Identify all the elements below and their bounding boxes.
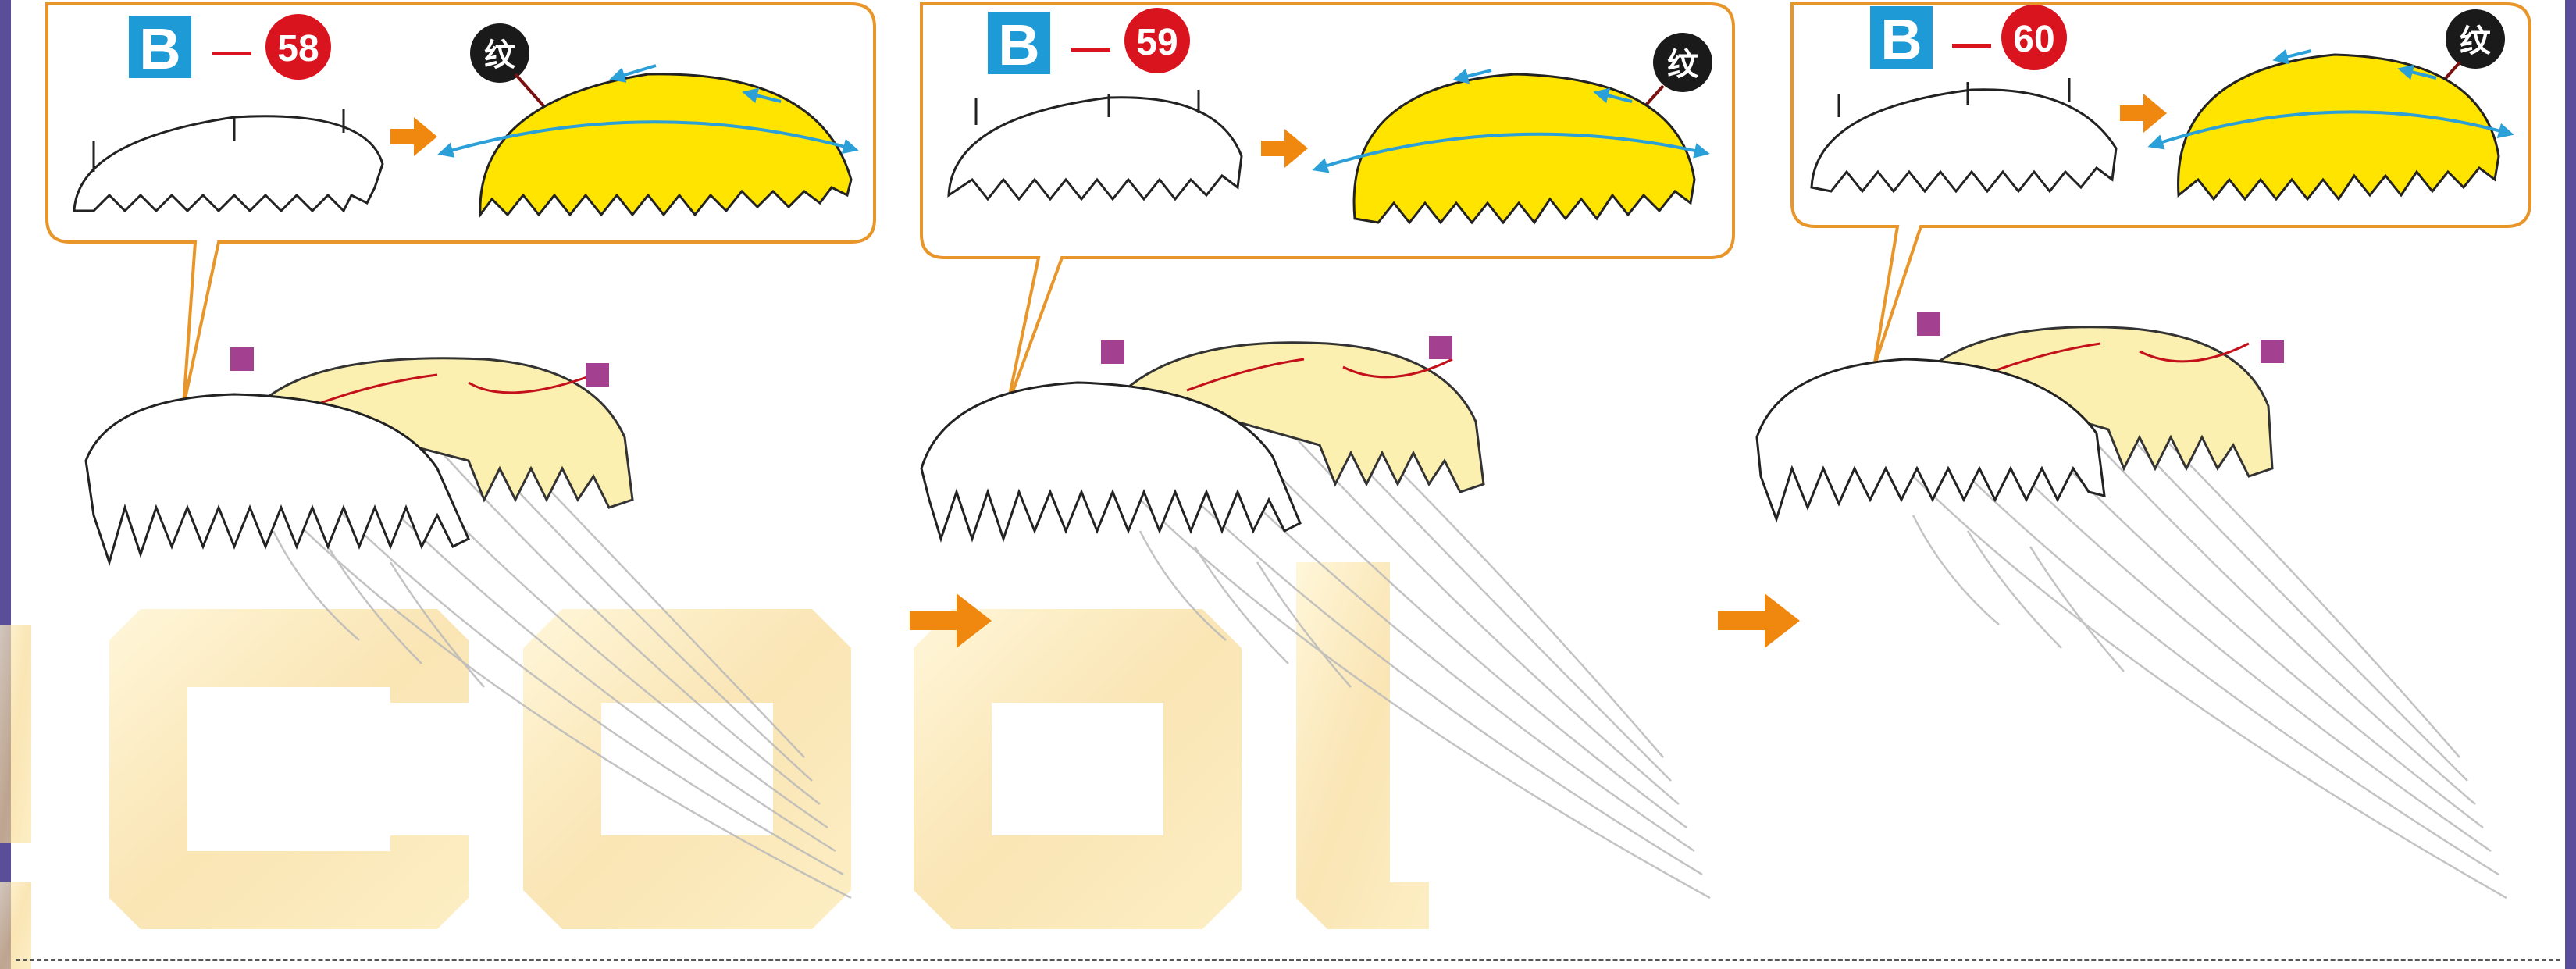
- pattern-circle: [1653, 33, 1712, 92]
- pattern-label: 纹: [2460, 24, 2492, 59]
- step-58: B — 58 纹: [45, 2, 876, 900]
- yellow-feather-piece: [437, 64, 859, 219]
- part-number: 58: [277, 28, 319, 69]
- right-arrow-icon: [2120, 94, 2167, 133]
- part-number: 60: [2013, 19, 2054, 60]
- magenta-tag-icon: [1917, 312, 1940, 336]
- white-feather-piece: [947, 90, 1243, 201]
- magenta-tag-icon: [1101, 340, 1124, 364]
- part-letter: B: [998, 12, 1039, 77]
- step-60: B — 60 纹: [1755, 2, 2531, 900]
- page-frame-right: [2565, 0, 2576, 969]
- white-feather-piece: [1810, 78, 2118, 194]
- magenta-tag-icon: [1429, 336, 1452, 359]
- part-letter-box: [1870, 6, 1933, 69]
- part-letter-box: [988, 12, 1050, 74]
- part-letter: B: [139, 16, 180, 81]
- pattern-label: 纹: [484, 38, 516, 73]
- part-dash: —: [1071, 25, 1110, 69]
- yellow-feather-piece: [2147, 48, 2514, 201]
- part-number-circle: [265, 14, 331, 80]
- cut-line: [16, 959, 2560, 961]
- part-number-circle: [1124, 8, 1190, 73]
- right-arrow-icon: [390, 117, 437, 156]
- part-number: 59: [1136, 22, 1178, 63]
- right-arrow-icon: [1261, 129, 1308, 168]
- white-feather-piece: [73, 109, 384, 213]
- wing-assembly: [920, 336, 1711, 900]
- pattern-label: 纹: [1667, 48, 1699, 82]
- magenta-tag-icon: [586, 363, 609, 387]
- pattern-circle: [470, 23, 529, 83]
- wing-assembly: [84, 347, 852, 900]
- right-arrow-icon: [1718, 593, 1800, 648]
- watermark: [0, 562, 1429, 969]
- part-number-circle: [2001, 5, 2067, 70]
- part-dash: —: [1952, 21, 1991, 65]
- part-letter: B: [1880, 7, 1922, 72]
- yellow-feather-piece: [1312, 68, 1710, 225]
- part-letter-box: [129, 16, 191, 78]
- magenta-tag-icon: [230, 347, 254, 371]
- right-arrow-icon: [910, 593, 992, 648]
- wing-assembly: [1755, 312, 2507, 900]
- step-59: B — 59 纹: [920, 2, 1735, 900]
- part-dash: —: [212, 29, 251, 73]
- magenta-tag-icon: [2261, 340, 2284, 363]
- pattern-circle: [2446, 9, 2505, 69]
